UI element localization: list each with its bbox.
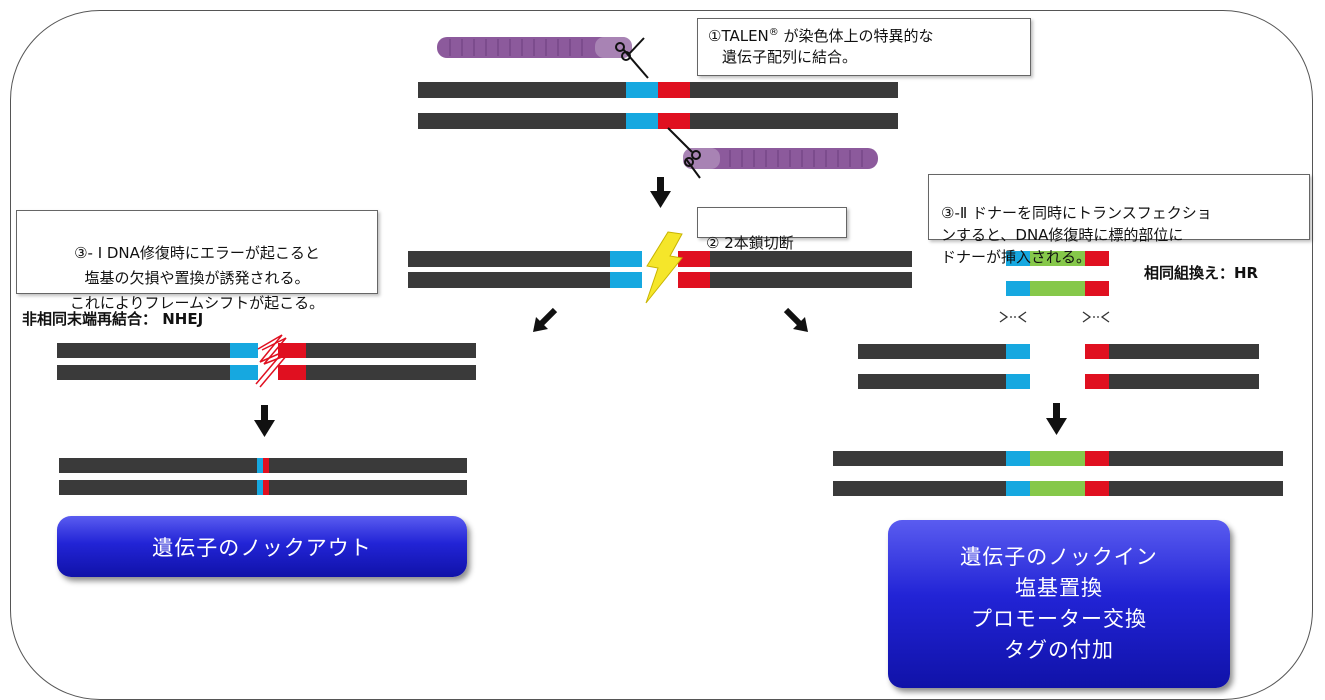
step2-text: ② 2本鎖切断 (706, 234, 794, 252)
arrow-down-right-icon (783, 307, 808, 332)
step3a-note: ③- Ⅰ DNA修復時にエラーが起こると 塩基の欠損や置換が誘発される。 これに… (16, 210, 378, 312)
outcome-tag-addition: タグの付加 (1004, 638, 1114, 662)
dna-nhej-after (59, 458, 467, 495)
talen-protein-bottom (683, 148, 878, 169)
step3a-text: ③- Ⅰ DNA修復時にエラーが起こると 塩基の欠損や置換が誘発される。 これに… (69, 244, 325, 312)
step1-line2: 遺伝子配列に結合。 (722, 48, 858, 66)
homology-pairing-icon (999, 311, 1110, 323)
talen-protein-top (437, 37, 632, 58)
knockout-button[interactable]: 遺伝子のノックアウト (57, 516, 467, 577)
outcome-knockin: 遺伝子のノックイン (960, 545, 1158, 569)
registered-mark: ® (768, 27, 779, 38)
outcome-base-substitution: 塩基置換 (1015, 576, 1103, 600)
arrow-down-icon (254, 405, 275, 437)
scissors-icon (667, 127, 701, 179)
outcome-promoter-swap: プロモーター交換 (971, 607, 1147, 631)
dna-broken-middle (408, 251, 912, 288)
scissors-icon (615, 37, 649, 79)
step3b-note: ③-Ⅱ ドナーを同時にトランスフェクショ ンすると、DNA修復時に標的部位に ド… (928, 174, 1310, 266)
knockout-label: 遺伝子のノックアウト (152, 535, 372, 560)
arrow-down-icon (1046, 403, 1067, 435)
arrow-down-left-icon (533, 307, 558, 332)
step1-text-b: が染色体上の特異的な (778, 27, 934, 45)
step1-text-a: ①TALEN (708, 27, 769, 45)
donor-dna (1006, 251, 1109, 296)
dna-nhej-before (57, 343, 476, 380)
step1-note: ①TALEN® が染色体上の特異的な 遺伝子配列に結合。 (697, 18, 1031, 76)
nhej-label: 非相同末端再結合： NHEJ (22, 310, 204, 328)
knockin-outcomes-button[interactable]: 遺伝子のノックイン 塩基置換 プロモーター交換 タグの付加 (888, 520, 1230, 688)
dna-top (418, 82, 898, 129)
step1-line1: ①TALEN® が染色体上の特異的な (708, 27, 934, 45)
dna-hr-after (833, 451, 1283, 496)
step3b-text: ③-Ⅱ ドナーを同時にトランスフェクショ ンすると、DNA修復時に標的部位に ド… (941, 204, 1212, 266)
error-zigzag-icon (255, 334, 288, 388)
dna-hr-broken (858, 344, 1259, 389)
arrow-down-icon (650, 177, 671, 208)
hr-label: 相同組換え：HR (1144, 264, 1259, 282)
step2-note: ② 2本鎖切断 (697, 207, 847, 252)
lightning-icon (645, 231, 683, 304)
